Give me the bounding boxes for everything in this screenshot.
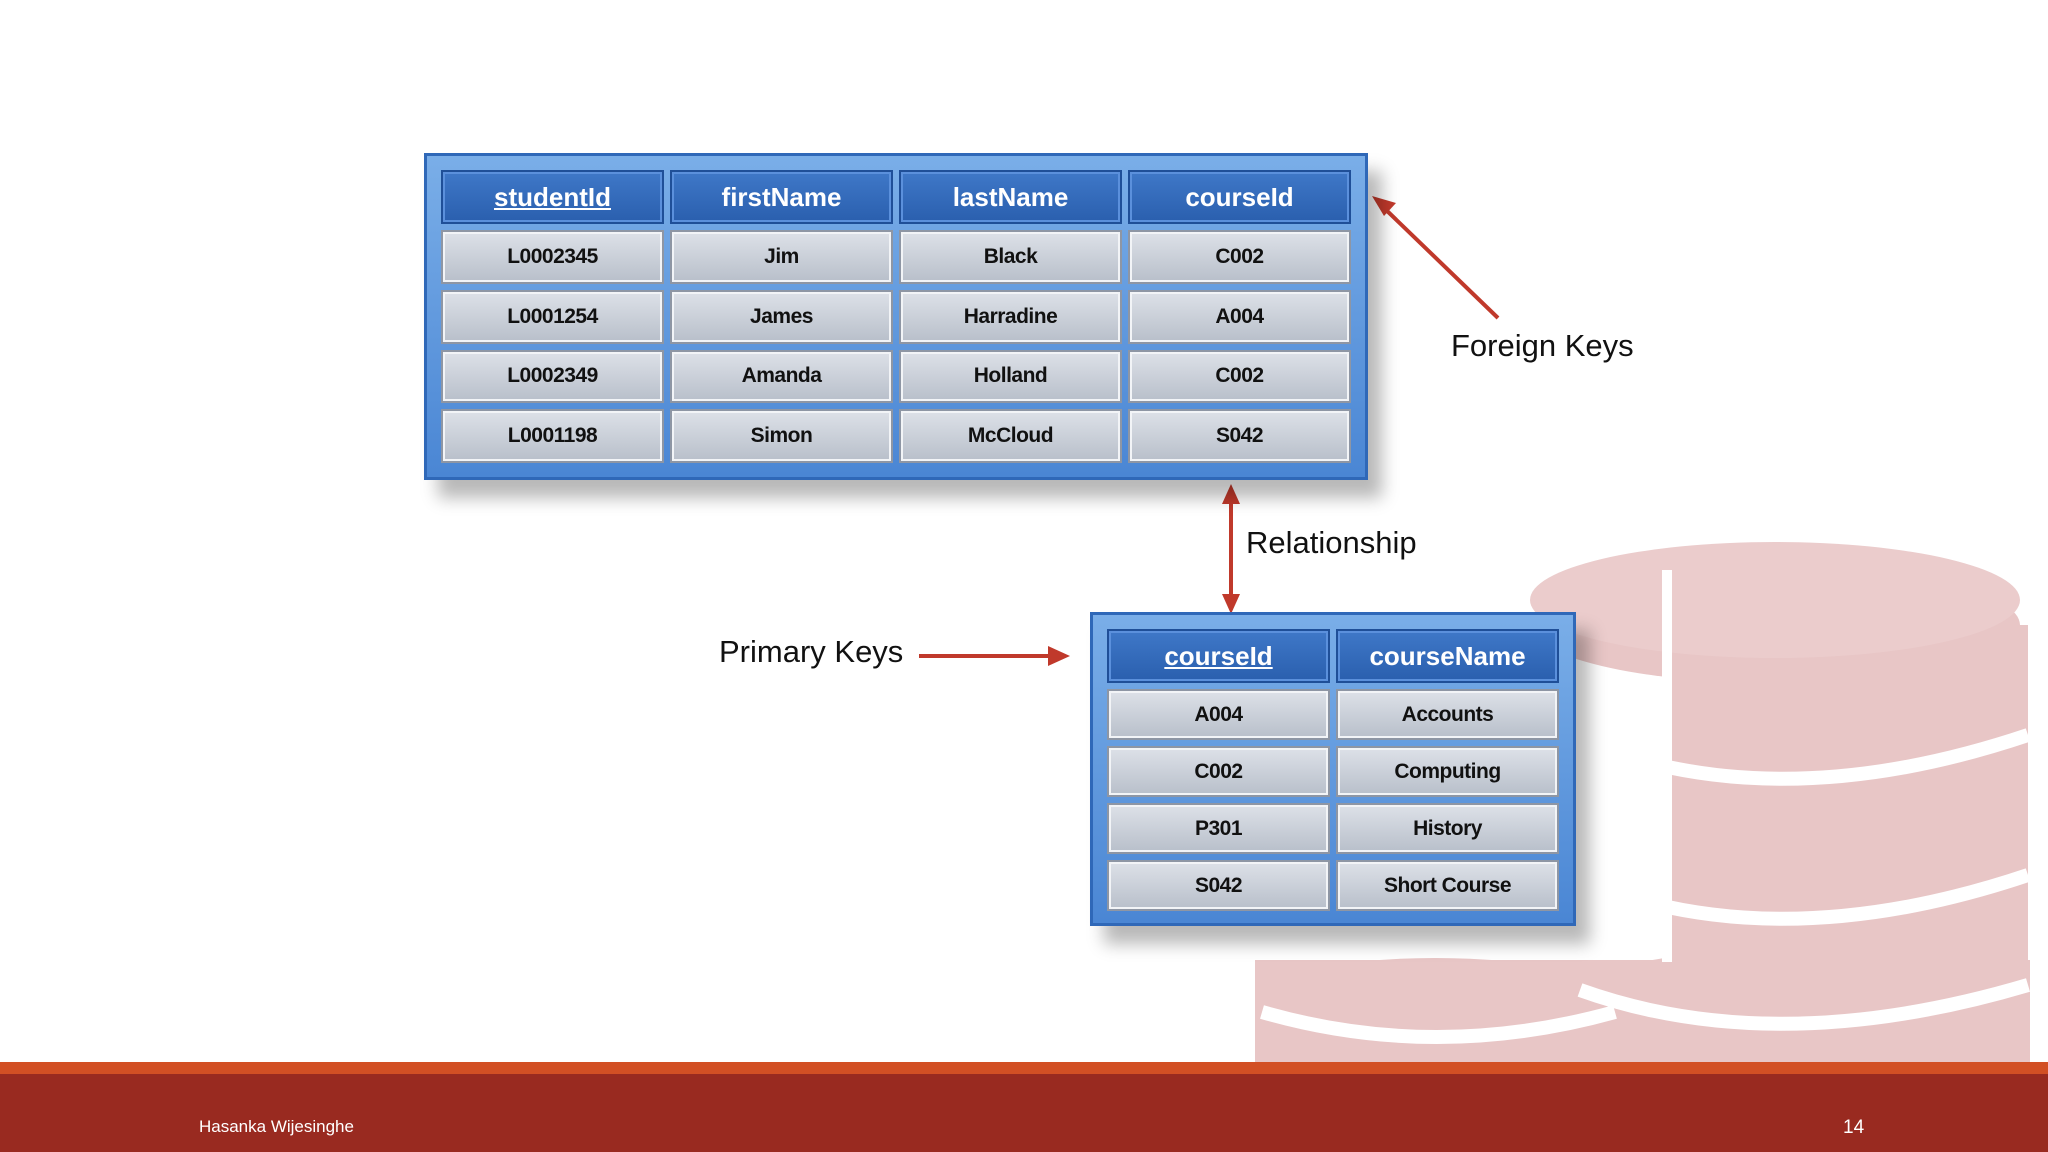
table-cell: C002 xyxy=(1107,746,1330,797)
table-cell: C002 xyxy=(1128,349,1351,404)
foreign-keys-label: Foreign Keys xyxy=(1451,328,1634,363)
footer-author: Hasanka Wijesinghe xyxy=(199,1117,354,1136)
primary-key-arrowhead xyxy=(1048,646,1070,666)
table-cell: L0001254 xyxy=(441,289,664,344)
table-cell: Accounts xyxy=(1336,689,1559,740)
page-number: 14 xyxy=(1843,1117,1865,1138)
relationship-arrowhead-down xyxy=(1222,594,1240,614)
table-cell: A004 xyxy=(1128,289,1351,344)
slide-footer: Hasanka Wijesinghe 14 xyxy=(0,1062,2048,1152)
table-cell: McCloud xyxy=(899,409,1122,463)
courses-table-panel: courseId courseName A004 Accounts C002 C… xyxy=(1090,612,1576,926)
courses-table: courseId courseName A004 Accounts C002 C… xyxy=(1101,623,1565,917)
table-cell: Computing xyxy=(1336,746,1559,797)
table-row: C002 Computing xyxy=(1107,746,1559,797)
courses-header-cell: courseId xyxy=(1107,629,1330,683)
table-cell: L0002345 xyxy=(441,230,664,284)
table-cell: L0002349 xyxy=(441,349,664,404)
table-cell: P301 xyxy=(1107,803,1330,854)
students-table: studentId firstName lastName courseId L0… xyxy=(435,164,1357,469)
primary-keys-label: Primary Keys xyxy=(719,634,904,669)
relationship-arrowhead-up xyxy=(1222,484,1240,504)
table-cell: L0001198 xyxy=(441,409,664,463)
table-cell: A004 xyxy=(1107,689,1330,740)
courses-header-row: courseId courseName xyxy=(1107,629,1559,683)
table-cell: James xyxy=(670,289,893,344)
table-cell: S042 xyxy=(1107,860,1330,911)
table-row: L0002349 Amanda Holland C002 xyxy=(441,349,1351,404)
table-row: L0001198 Simon McCloud S042 xyxy=(441,409,1351,463)
students-header-cell: firstName xyxy=(670,170,893,224)
table-row: A004 Accounts xyxy=(1107,689,1559,740)
table-cell: Holland xyxy=(899,349,1122,404)
table-cell: Jim xyxy=(670,230,893,284)
foreign-key-arrowhead xyxy=(1372,196,1396,216)
table-row: L0001254 James Harradine A004 xyxy=(441,289,1351,344)
table-cell: Amanda xyxy=(670,349,893,404)
table-row: L0002345 Jim Black C002 xyxy=(441,230,1351,284)
foreign-key-arrow xyxy=(1380,204,1500,320)
courses-header-cell: courseName xyxy=(1336,629,1559,683)
table-cell: Simon xyxy=(670,409,893,463)
students-header-row: studentId firstName lastName courseId xyxy=(441,170,1351,224)
table-row: S042 Short Course xyxy=(1107,860,1559,911)
table-cell: History xyxy=(1336,803,1559,854)
students-table-panel: studentId firstName lastName courseId L0… xyxy=(424,153,1368,480)
table-row: P301 History xyxy=(1107,803,1559,854)
table-cell: S042 xyxy=(1128,409,1351,463)
table-cell: C002 xyxy=(1128,230,1351,284)
students-header-cell: lastName xyxy=(899,170,1122,224)
students-header-cell: studentId xyxy=(441,170,664,224)
table-cell: Black xyxy=(899,230,1122,284)
table-cell: Harradine xyxy=(899,289,1122,344)
table-cell: Short Course xyxy=(1336,860,1559,911)
students-header-cell: courseId xyxy=(1128,170,1351,224)
relationship-label: Relationship xyxy=(1246,525,1417,560)
